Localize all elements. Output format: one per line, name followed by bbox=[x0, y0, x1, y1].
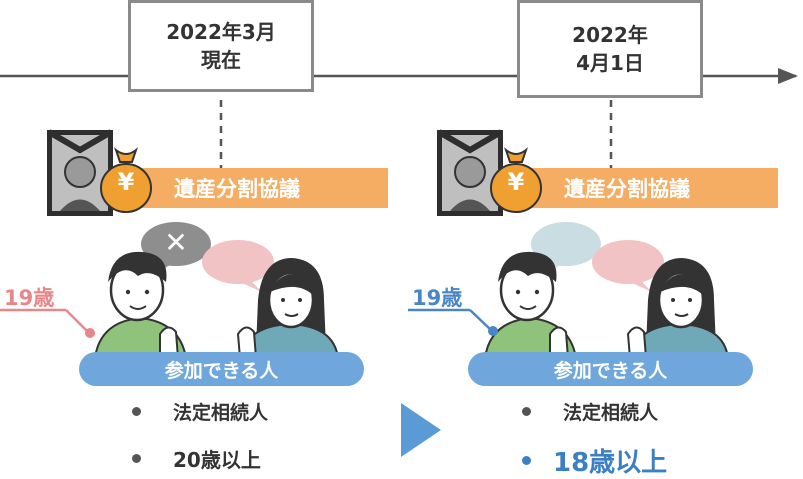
left-participants-pill: 参加できる人 bbox=[79, 352, 364, 386]
right-bullet-dot-2 bbox=[522, 456, 531, 465]
right-bullet-age: 18歳以上 bbox=[522, 442, 667, 479]
right-date-line1: 2022年 bbox=[572, 23, 648, 47]
right-bullet-text-1: 法定相続人 bbox=[563, 402, 659, 424]
left-adult-person bbox=[236, 258, 340, 359]
right-adult-person bbox=[626, 258, 730, 359]
left-speech-bubble-pink bbox=[202, 240, 274, 292]
right-bullet-heir: 法定相続人 bbox=[522, 398, 658, 425]
right-participants-pill: 参加できる人 bbox=[468, 352, 753, 386]
right-yen-symbol: ¥ bbox=[507, 168, 525, 196]
right-bullet-dot-1 bbox=[522, 407, 531, 416]
right-band-label: 遺産分割協議 bbox=[564, 177, 690, 201]
left-date-box: 2022年3月 現在 bbox=[128, 0, 314, 92]
right-age-pointer bbox=[469, 309, 492, 331]
right-young-person bbox=[483, 251, 578, 359]
left-inheritance-band: 遺産分割協議 bbox=[126, 168, 388, 208]
left-date-line1: 2022年3月 bbox=[166, 20, 276, 44]
left-age-label: 19歳 bbox=[4, 286, 55, 310]
left-bullet-dot-1 bbox=[132, 407, 141, 416]
right-pill-label: 参加できる人 bbox=[553, 359, 668, 382]
left-band-label: 遺産分割協議 bbox=[174, 177, 300, 201]
left-bullet-heir: 法定相続人 bbox=[132, 398, 268, 425]
right-speech-bubble-pink bbox=[592, 240, 664, 292]
transition-arrow-icon bbox=[401, 403, 441, 457]
right-age-label: 19歳 bbox=[412, 286, 463, 310]
refusal-x-icon: ✕ bbox=[164, 226, 188, 259]
right-money-bag-icon: ¥ bbox=[488, 144, 544, 214]
left-bullet-text-2: 20歳以上 bbox=[173, 448, 261, 472]
right-age-dot bbox=[488, 326, 498, 336]
right-bullet-text-2: 18歳以上 bbox=[553, 448, 668, 478]
right-inheritance-band: 遺産分割協議 bbox=[516, 168, 778, 208]
right-portrait-icon bbox=[437, 129, 503, 216]
left-portrait-icon bbox=[47, 129, 113, 216]
right-date-box: 2022年 4月1日 bbox=[517, 0, 703, 98]
left-bullet-dot-2 bbox=[132, 454, 141, 463]
timeline-arrowhead bbox=[778, 68, 798, 84]
left-bullet-age: 20歳以上 bbox=[132, 444, 261, 473]
left-age-dot bbox=[85, 328, 95, 338]
left-young-person bbox=[93, 251, 188, 359]
left-yen-symbol: ¥ bbox=[117, 168, 135, 196]
left-pill-label: 参加できる人 bbox=[164, 359, 279, 382]
left-date-line2: 現在 bbox=[201, 48, 241, 72]
left-money-bag-icon: ¥ bbox=[98, 144, 154, 214]
left-age-pointer bbox=[65, 309, 89, 333]
right-date-line2: 4月1日 bbox=[576, 51, 644, 75]
left-bullet-text-1: 法定相続人 bbox=[173, 402, 269, 424]
